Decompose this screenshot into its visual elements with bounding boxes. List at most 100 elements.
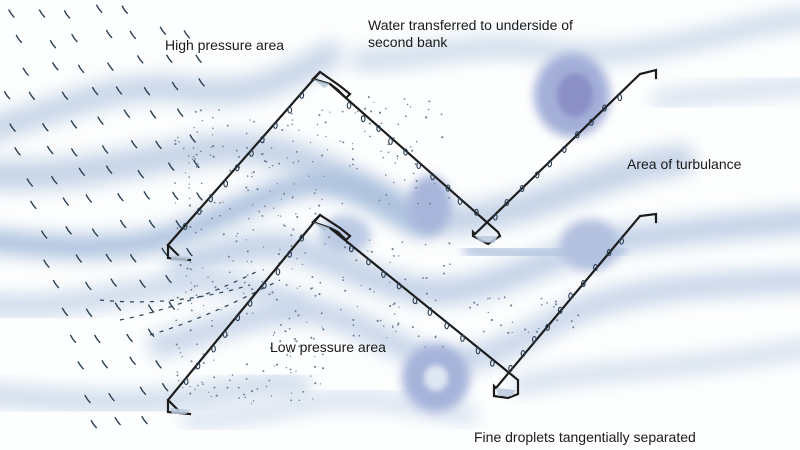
- water-droplet: [193, 159, 200, 169]
- droplet-trajectory: [119, 269, 261, 321]
- fine-droplet: [321, 326, 323, 328]
- fine-droplet: [200, 228, 203, 231]
- fine-droplet: [249, 119, 251, 121]
- water-droplet: [71, 148, 78, 157]
- fine-droplet: [367, 250, 369, 252]
- water-droplet: [49, 40, 57, 49]
- fine-droplet: [288, 317, 291, 320]
- fine-droplet: [409, 145, 412, 148]
- fine-droplet: [194, 157, 196, 160]
- fine-droplet: [243, 393, 245, 396]
- water-droplet: [129, 254, 137, 263]
- fine-droplet: [309, 207, 311, 209]
- fine-droplet: [314, 355, 316, 358]
- fine-droplet: [261, 153, 263, 156]
- water-droplet: [61, 307, 69, 317]
- fine-droplet: [373, 291, 375, 293]
- fine-droplet: [341, 110, 344, 113]
- blade-droplet: [474, 208, 479, 216]
- fine-droplet: [339, 140, 342, 142]
- air-stream: [652, 77, 800, 108]
- fine-droplet: [392, 254, 395, 257]
- fine-droplet: [253, 120, 256, 123]
- water-droplet: [148, 219, 156, 229]
- water-droplet: [131, 140, 138, 149]
- fine-droplet: [554, 300, 557, 303]
- fine-droplet: [269, 346, 272, 349]
- water-droplet: [171, 81, 179, 91]
- fine-droplet: [414, 163, 417, 166]
- fine-droplet: [290, 399, 293, 402]
- fine-droplet: [342, 276, 344, 279]
- fine-droplet: [245, 132, 248, 135]
- fine-droplet: [351, 147, 354, 150]
- fine-droplet: [308, 175, 310, 177]
- fine-droplet: [489, 297, 491, 300]
- fine-droplet: [340, 308, 342, 311]
- vortex: [560, 219, 620, 271]
- fine-droplet: [570, 320, 573, 323]
- water-droplet: [177, 108, 184, 117]
- fine-droplet: [265, 385, 268, 388]
- fine-droplet: [278, 162, 281, 165]
- fine-droplet: [174, 182, 176, 184]
- fine-droplet: [322, 367, 325, 370]
- air-stream: [167, 207, 800, 305]
- water-transferred-label: Water transferred to underside of second…: [368, 17, 573, 51]
- fine-droplet: [321, 154, 324, 157]
- water-droplet: [161, 382, 169, 392]
- fine-droplet: [194, 388, 196, 391]
- fine-droplet: [294, 310, 297, 313]
- fine-droplet: [228, 271, 231, 274]
- water-droplet: [139, 279, 146, 288]
- blade-droplet: [366, 258, 371, 266]
- fine-droplet: [383, 325, 385, 327]
- fine-droplet: [190, 282, 192, 284]
- fine-droplet: [197, 384, 199, 387]
- blade-droplet: [261, 281, 267, 289]
- water-droplet: [22, 67, 29, 76]
- fine-droplet: [301, 263, 304, 266]
- fine-droplet: [316, 123, 319, 126]
- fine-droplet: [270, 147, 273, 150]
- water-droplet: [96, 4, 103, 13]
- fine-droplet: [191, 158, 194, 160]
- fine-droplet: [320, 312, 323, 315]
- fine-droplet: [192, 155, 195, 158]
- fine-droplet: [293, 338, 296, 341]
- fine-droplet: [187, 154, 190, 157]
- fine-droplet: [397, 123, 400, 126]
- fine-droplet: [351, 158, 354, 161]
- fine-droplet: [321, 109, 323, 112]
- fine-droplet: [263, 159, 266, 163]
- fine-droplet: [291, 112, 293, 115]
- air-stream: [0, 171, 431, 258]
- water-droplet: [77, 64, 85, 74]
- vortex: [424, 365, 448, 391]
- fine-droplet: [262, 246, 265, 248]
- fine-droplet: [295, 340, 298, 343]
- fine-droplet: [360, 284, 362, 287]
- fine-droplet: [500, 324, 503, 327]
- fine-droplet: [498, 298, 500, 300]
- water-droplet: [91, 86, 99, 96]
- fine-droplet: [393, 136, 395, 139]
- blade-droplet: [234, 164, 240, 172]
- water-droplet: [195, 54, 202, 63]
- fine-droplet: [524, 328, 527, 331]
- fine-droplet: [261, 214, 264, 217]
- fine-droplet: [389, 304, 392, 308]
- blade-droplet: [457, 197, 463, 205]
- fine-droplet: [311, 160, 314, 163]
- fine-droplet: [281, 128, 284, 132]
- blade-droplet: [460, 334, 465, 342]
- fine-droplet: [317, 134, 319, 136]
- fine-droplet: [364, 130, 366, 133]
- water-droplet: [155, 360, 162, 369]
- blade-droplet: [606, 249, 612, 257]
- blade-droplet: [346, 101, 352, 110]
- fine-droplet: [387, 143, 390, 146]
- fine-droplet: [174, 202, 177, 204]
- blade-droplet: [376, 124, 381, 133]
- water-droplet: [168, 162, 175, 171]
